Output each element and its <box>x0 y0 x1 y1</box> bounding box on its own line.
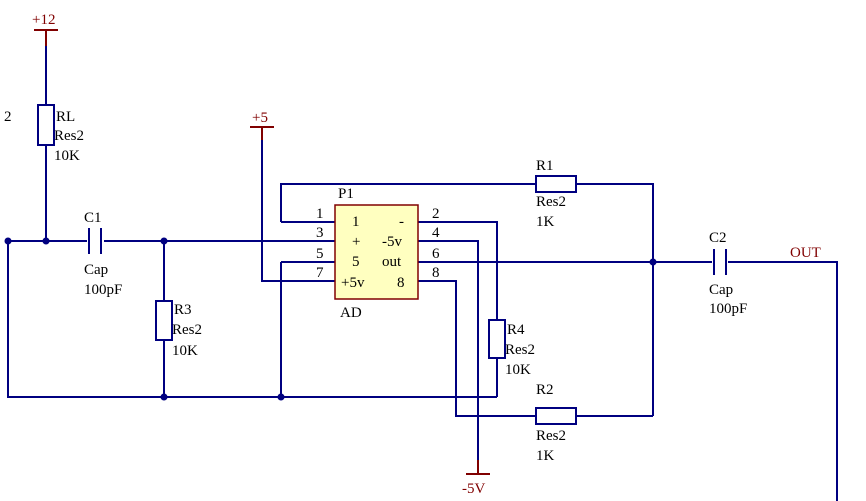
power-plus5: +5 <box>250 110 274 140</box>
resistor-r2: R2 Res2 1K <box>535 382 577 464</box>
rl-type: Res2 <box>54 128 84 144</box>
resistor-r1: R1 Res2 1K <box>535 158 577 230</box>
capacitor-c1: C1 Cap 100pF <box>84 210 122 298</box>
pin-label-6: out <box>382 254 402 270</box>
pin-label-1: 1 <box>352 214 360 230</box>
resistor-r4: R4 Res2 10K <box>488 319 535 378</box>
power-plus12: +12 <box>32 12 58 46</box>
pin-number-1: 1 <box>316 206 324 222</box>
pin-label-3: + <box>352 234 360 250</box>
c1-value: 100pF <box>84 282 122 298</box>
r3-designator: R3 <box>174 302 192 318</box>
out-label: OUT <box>790 245 821 261</box>
r4-type: Res2 <box>505 342 535 358</box>
r4-value: 10K <box>505 362 531 378</box>
pin-label-4: -5v <box>382 234 402 250</box>
r3-type: Res2 <box>172 322 202 338</box>
plus5-label: +5 <box>252 110 268 126</box>
r1-value: 1K <box>536 214 555 230</box>
resistor-r3: R3 Res2 10K <box>155 300 202 359</box>
c2-type: Cap <box>709 282 733 298</box>
rl-designator: RL <box>56 109 75 125</box>
r3-value: 10K <box>172 343 198 359</box>
c2-value: 100pF <box>709 301 747 317</box>
pin-number-8: 8 <box>432 265 440 281</box>
minus5-label: -5V <box>462 481 485 497</box>
rl-value: 10K <box>54 148 80 164</box>
r1-designator: R1 <box>536 158 554 174</box>
wires <box>7 46 838 501</box>
pin-label-8: 8 <box>397 275 405 291</box>
pin-number-3: 3 <box>316 225 324 241</box>
pin-number-7: 7 <box>316 265 324 281</box>
capacitor-c2: C2 Cap 100pF <box>709 230 747 317</box>
chip-name: AD <box>340 305 362 321</box>
pin-label-5: 5 <box>352 254 360 270</box>
r4-designator: R4 <box>507 322 525 338</box>
net-label-2: 2 <box>4 109 12 125</box>
pin-number-6: 6 <box>432 246 440 262</box>
chip-designator: P1 <box>338 186 354 202</box>
junctions <box>4 237 657 401</box>
power-minus5: -5V <box>462 460 490 497</box>
c1-type: Cap <box>84 262 108 278</box>
c2-designator: C2 <box>709 230 727 246</box>
r2-value: 1K <box>536 448 555 464</box>
c1-designator: C1 <box>84 210 102 226</box>
pin-number-4: 4 <box>432 225 440 241</box>
pin-number-5: 5 <box>316 246 324 262</box>
chip-p1: P1 AD 1 3 5 7 1 + 5 +5v - -5v out 8 2 4 … <box>316 186 440 321</box>
pin-number-2: 2 <box>432 206 440 222</box>
r2-designator: R2 <box>536 382 554 398</box>
r1-type: Res2 <box>536 194 566 210</box>
pin-label-7: +5v <box>341 275 365 291</box>
r2-type: Res2 <box>536 428 566 444</box>
pin-label-2: - <box>399 214 404 230</box>
resistor-rl: RL Res2 10K <box>37 104 84 164</box>
plus12-label: +12 <box>32 12 55 28</box>
